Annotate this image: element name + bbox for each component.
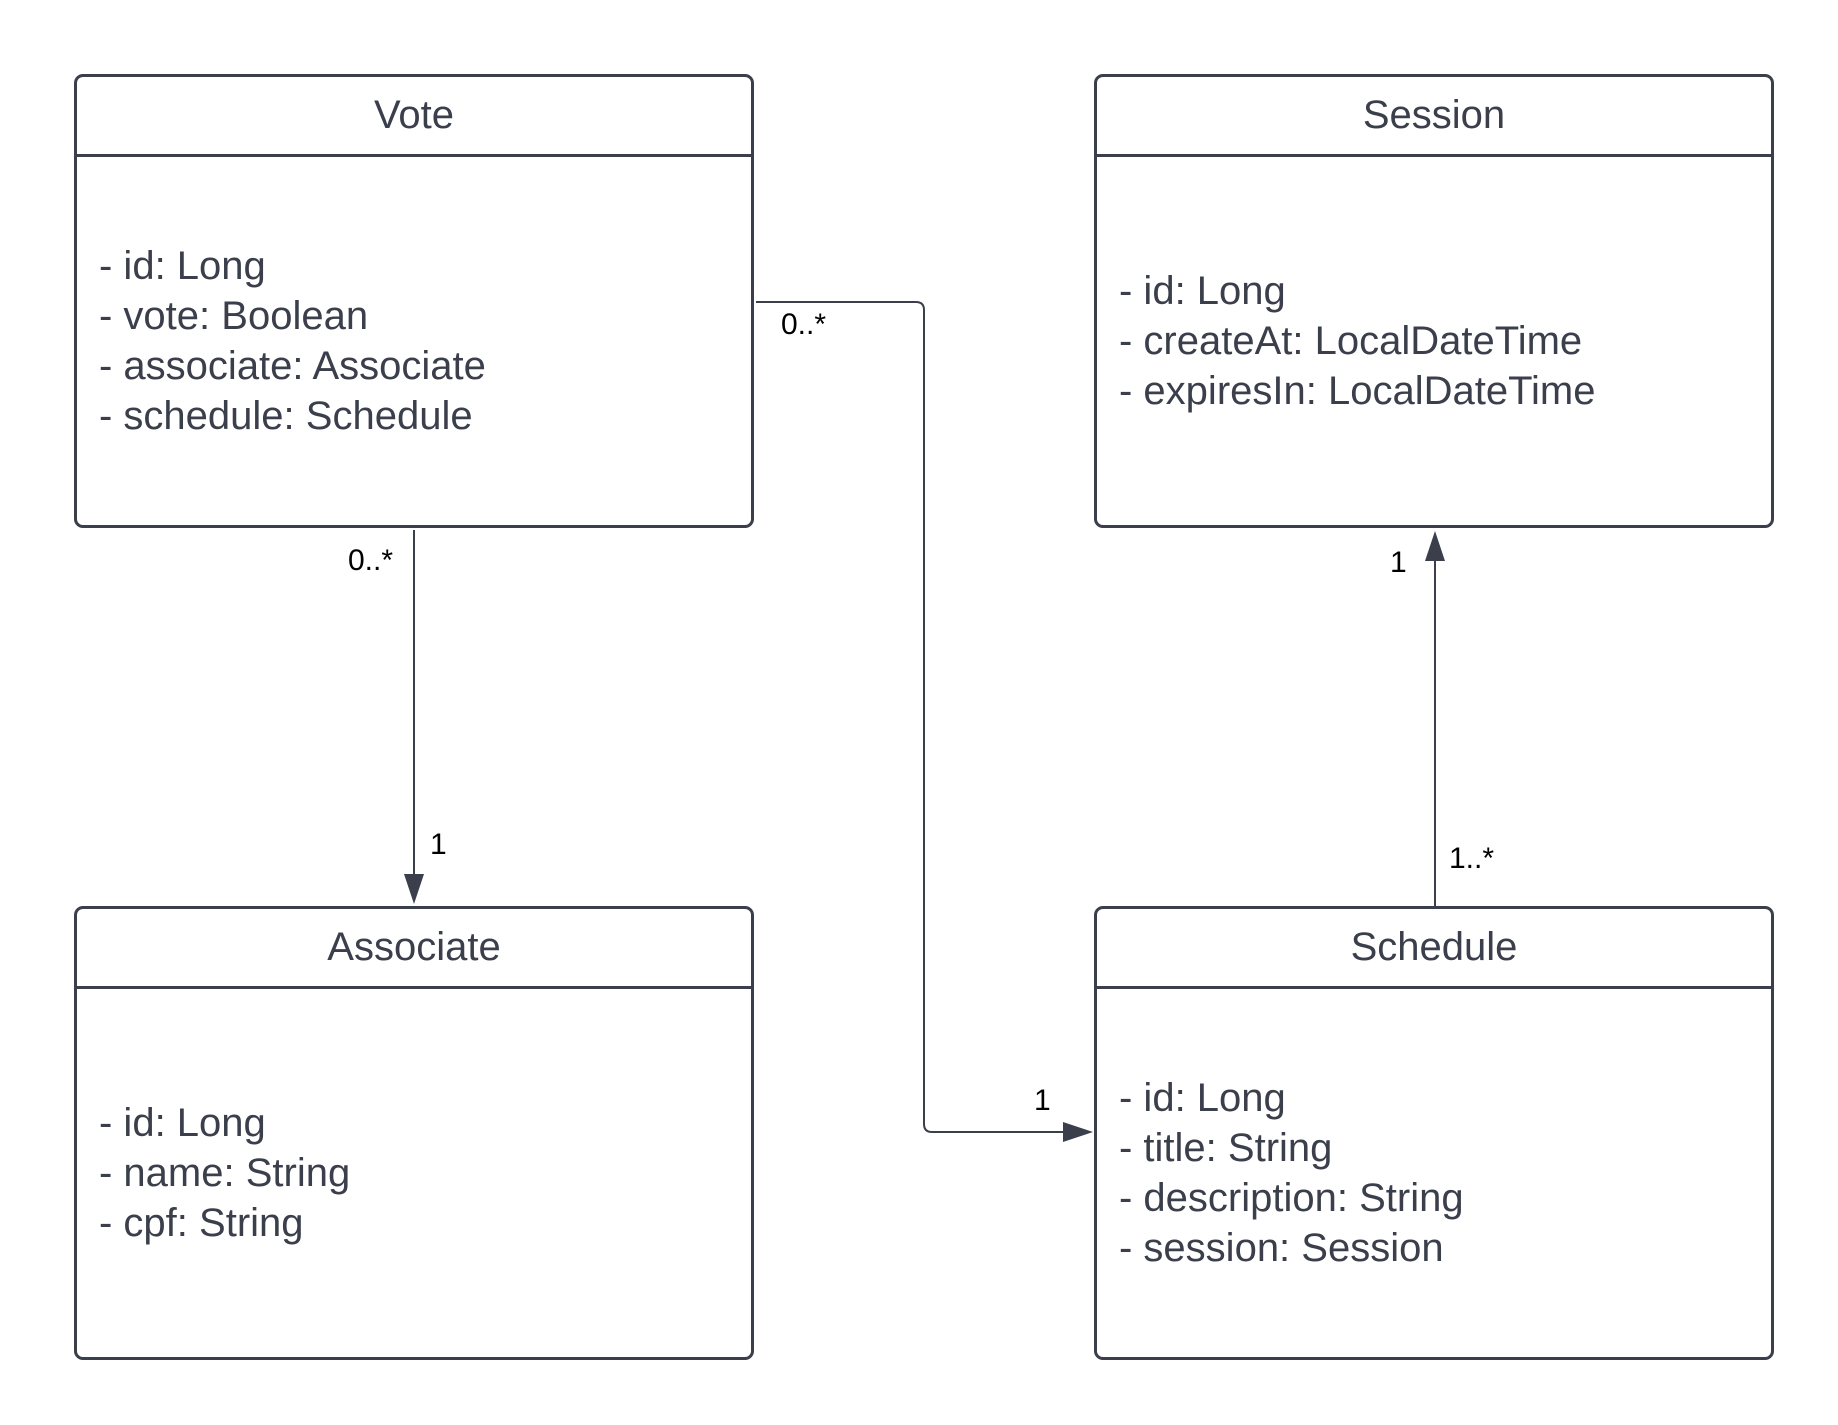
schedule-session-arrowhead <box>1425 531 1445 561</box>
attribute: - description: String <box>1119 1176 1464 1220</box>
attribute-list: - id: Long - createAt: LocalDateTime - e… <box>1097 157 1771 525</box>
attribute: - id: Long <box>99 244 266 288</box>
class-session[interactable]: Session - id: Long - createAt: LocalDate… <box>1094 74 1774 528</box>
attribute: - session: Session <box>1119 1226 1444 1270</box>
attribute: - title: String <box>1119 1126 1333 1170</box>
multiplicity-vote-side-associate: 0..* <box>348 544 394 577</box>
attribute: - associate: Associate <box>99 344 486 388</box>
class-name: Associate <box>77 909 751 989</box>
attribute: - id: Long <box>1119 1076 1286 1120</box>
vote-associate-arrowhead <box>404 874 424 904</box>
attribute: - vote: Boolean <box>99 294 369 338</box>
multiplicity-session-side: 1 <box>1390 546 1407 579</box>
multiplicity-schedule-side-vote: 1 <box>1034 1084 1051 1117</box>
multiplicity-vote-side-schedule: 0..* <box>781 308 827 341</box>
attribute: - schedule: Schedule <box>99 394 473 438</box>
attribute: - id: Long <box>99 1101 266 1145</box>
vote-schedule-arrowhead <box>1063 1122 1093 1142</box>
class-schedule[interactable]: Schedule - id: Long - title: String - de… <box>1094 906 1774 1360</box>
multiplicity-schedule-side-session: 1..* <box>1449 842 1495 875</box>
class-name: Schedule <box>1097 909 1771 989</box>
attribute: - expiresIn: LocalDateTime <box>1119 369 1596 413</box>
attribute: - id: Long <box>1119 269 1286 313</box>
class-associate[interactable]: Associate - id: Long - name: String - cp… <box>74 906 754 1360</box>
attribute-list: - id: Long - title: String - description… <box>1097 989 1771 1357</box>
attribute-list: - id: Long - vote: Boolean - associate: … <box>77 157 751 525</box>
class-vote[interactable]: Vote - id: Long - vote: Boolean - associ… <box>74 74 754 528</box>
attribute: - name: String <box>99 1151 351 1195</box>
attribute: - cpf: String <box>99 1201 304 1245</box>
attribute-list: - id: Long - name: String - cpf: String <box>77 989 751 1357</box>
attribute: - createAt: LocalDateTime <box>1119 319 1583 363</box>
vote-schedule-line <box>756 301 1068 1133</box>
class-name: Session <box>1097 77 1771 157</box>
class-name: Vote <box>77 77 751 157</box>
multiplicity-associate-side: 1 <box>430 828 447 861</box>
